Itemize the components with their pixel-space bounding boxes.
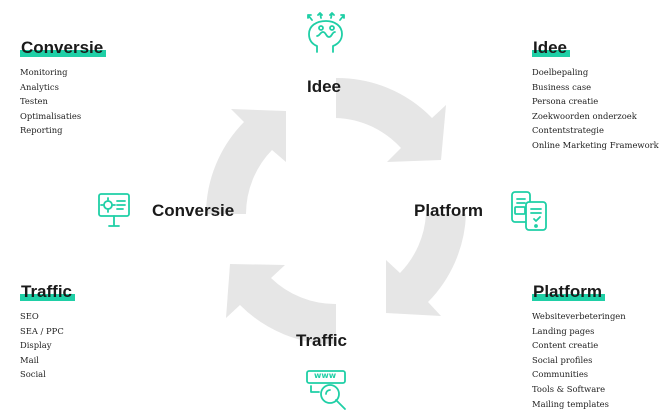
list-item: Persona creatie xyxy=(532,96,599,107)
panel-list-traffic: SEO SEA / PPC Display Mail Social xyxy=(20,309,75,382)
list-item: Contentstrategie xyxy=(532,125,604,136)
arrow-platform-to-traffic xyxy=(386,214,466,316)
list-item: Websiteverbeteringen xyxy=(532,311,626,321)
list-item: Social xyxy=(20,369,46,380)
list-item: Reporting xyxy=(20,125,63,136)
www-text: www xyxy=(314,371,337,380)
list-item: Social profiles xyxy=(532,354,593,365)
list-item: Online Marketing Framework xyxy=(532,139,659,150)
panel-list-conversie: Monitoring Analytics Testen Optimalisati… xyxy=(20,65,106,138)
panel-idee: Idee Doelbepaling Business case Persona … xyxy=(532,38,659,153)
list-item: Tools & Software xyxy=(532,383,606,394)
cycle-arrow-group xyxy=(206,77,466,345)
arrow-idee-to-platform xyxy=(336,77,446,162)
list-item: Analytics xyxy=(20,81,59,92)
panel-title-conversie: Conversie xyxy=(20,39,107,57)
list-item: Mailing templates xyxy=(532,398,609,409)
cycle-label-conversie: Conversie xyxy=(152,201,235,220)
list-item: Optimalisaties xyxy=(20,110,82,121)
arrow-conversie-to-idee xyxy=(206,109,286,214)
brain-idea-icon xyxy=(303,12,349,56)
panel-list-platform: Websiteverbeteringen Landing pages Conte… xyxy=(532,309,626,411)
list-item: Content creatie xyxy=(532,340,599,351)
list-item: SEA / PPC xyxy=(20,325,64,336)
panel-list-idee: Doelbepaling Business case Persona creat… xyxy=(532,65,659,153)
panel-traffic: Traffic SEO SEA / PPC Display Mail Socia… xyxy=(20,282,76,382)
mobile-devices-icon xyxy=(509,190,551,232)
list-item: Display xyxy=(20,340,52,351)
list-item: Doelbepaling xyxy=(532,67,589,77)
cycle-label-idee: Idee xyxy=(307,77,342,96)
panel-conversie: Conversie Monitoring Analytics Testen Op… xyxy=(20,38,107,138)
monitor-settings-icon xyxy=(97,192,131,228)
web-search-icon: www xyxy=(305,369,351,411)
list-item: Monitoring xyxy=(20,67,68,77)
list-item: Mail xyxy=(20,354,39,365)
arrow-traffic-to-conversie xyxy=(226,264,336,345)
list-item: Testen xyxy=(20,96,48,107)
list-item: SEO xyxy=(20,311,39,321)
list-item: Business case xyxy=(532,81,592,92)
panel-title-traffic: Traffic xyxy=(20,283,76,301)
cycle-label-platform: Platform xyxy=(414,201,483,220)
list-item: Communities xyxy=(532,369,589,380)
cycle-label-traffic: Traffic xyxy=(296,331,348,350)
panel-platform: Platform Websiteverbeteringen Landing pa… xyxy=(532,282,626,411)
panel-title-platform: Platform xyxy=(532,283,605,301)
list-item: Zoekwoorden onderzoek xyxy=(532,110,637,121)
list-item: Landing pages xyxy=(532,325,595,336)
panel-title-idee: Idee xyxy=(532,39,571,57)
